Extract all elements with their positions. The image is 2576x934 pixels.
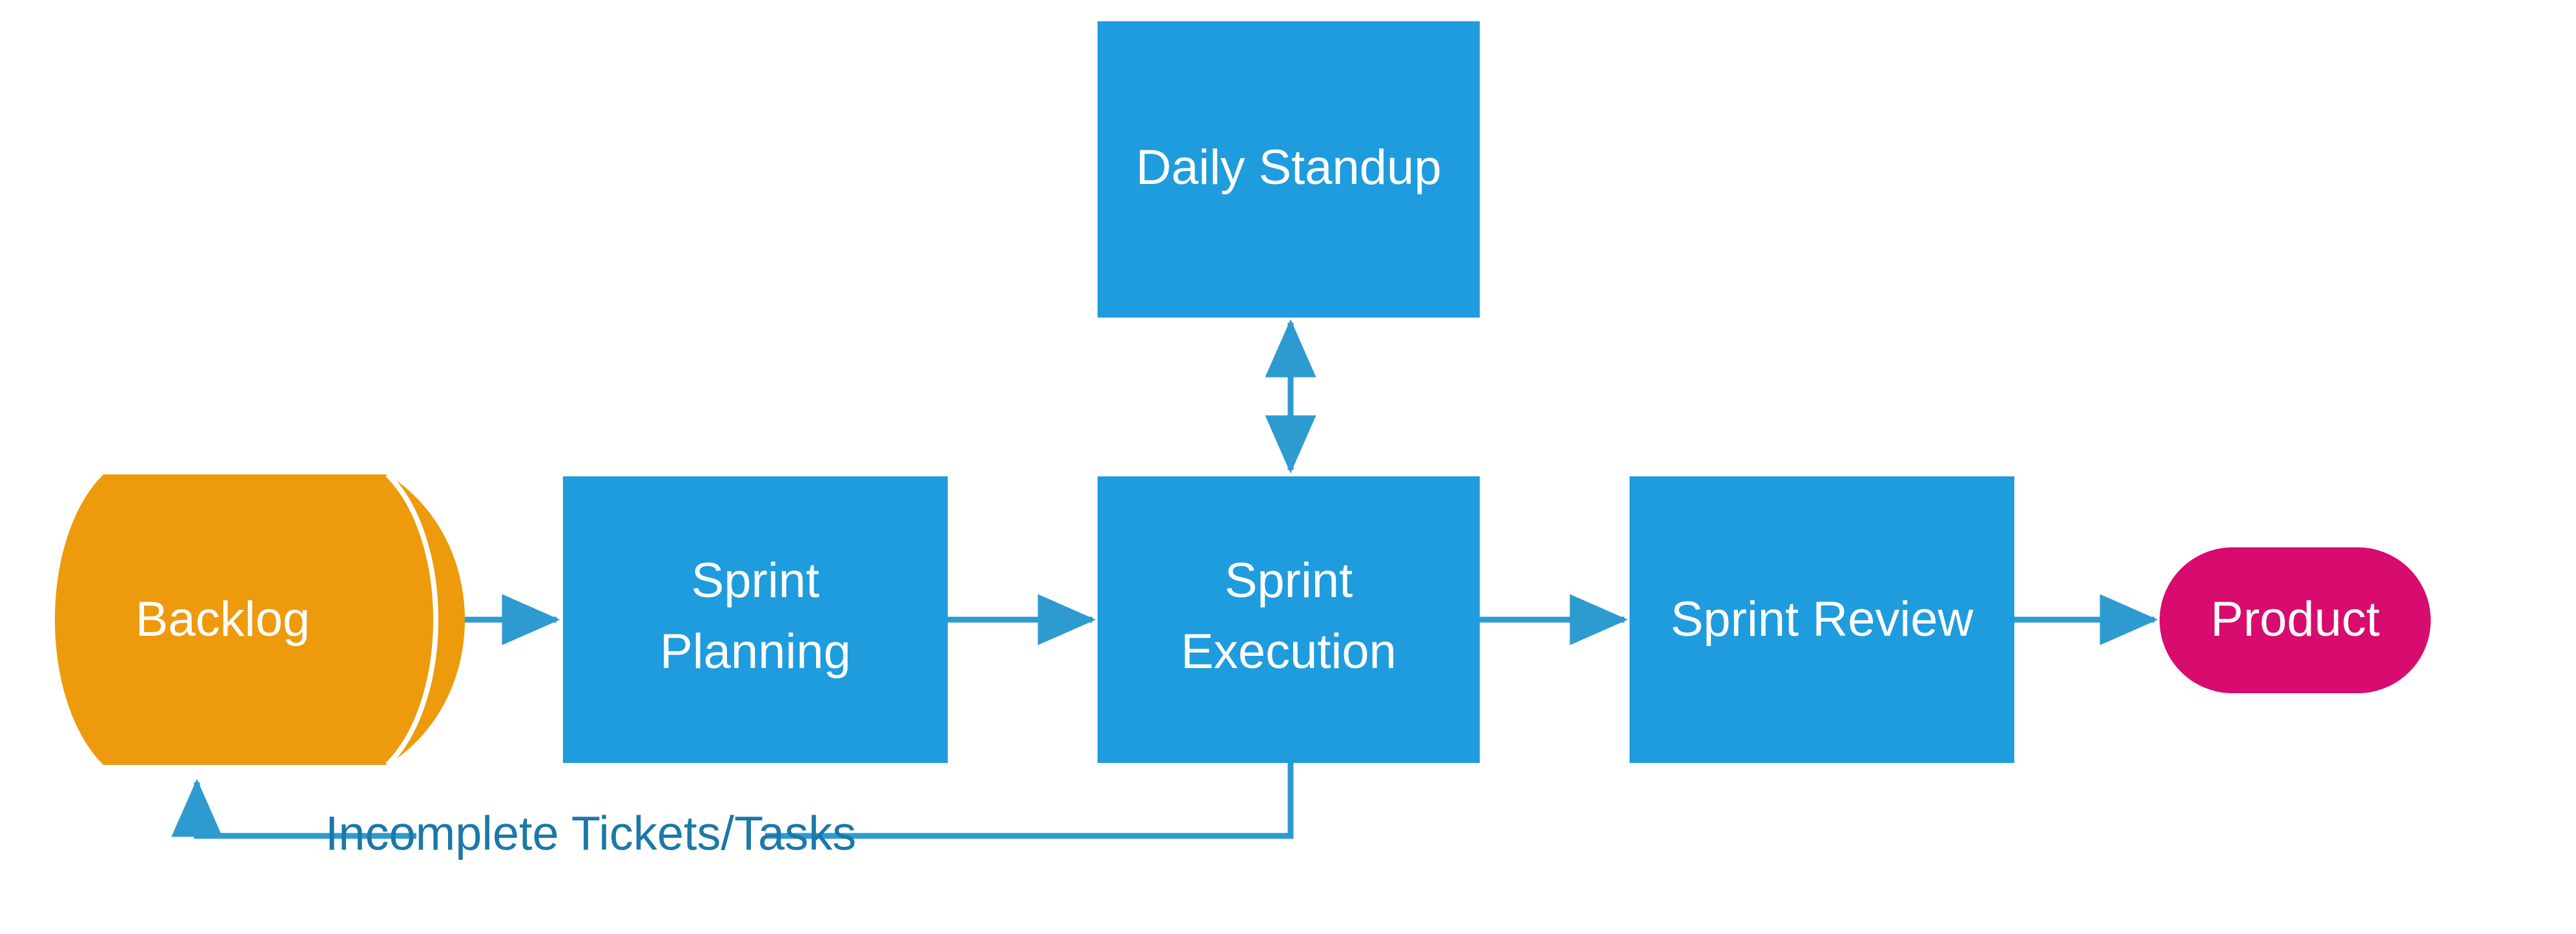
backlog-label: Backlog — [136, 592, 310, 647]
sprint-execution-label-line-2: Execution — [1181, 624, 1396, 679]
node-sprint-review[interactable]: Sprint Review — [1630, 476, 2014, 763]
product-pill — [2160, 547, 2431, 693]
edge-label-incomplete-tickets: Incomplete Tickets/Tasks — [325, 802, 857, 869]
node-backlog[interactable]: Backlog — [55, 472, 465, 767]
backlog-cylinder-body — [55, 474, 465, 765]
incomplete-tickets-label: Incomplete Tickets/Tasks — [325, 807, 857, 860]
daily-standup-box — [1098, 21, 1480, 318]
sprint-review-label: Sprint Review — [1671, 592, 1974, 647]
sprint-execution-box — [1098, 476, 1480, 763]
sprint-execution-label-line-1: Sprint — [1225, 553, 1353, 608]
sprint-planning-label-line-1: Sprint — [691, 553, 820, 608]
backlog-cylinder-end-arc — [385, 472, 438, 767]
node-daily-standup[interactable]: Daily Standup — [1098, 21, 1480, 318]
product-label: Product — [2211, 592, 2380, 647]
node-sprint-execution[interactable]: Sprint Execution — [1098, 476, 1480, 763]
sprint-planning-box — [563, 476, 948, 763]
edge-label-backdrop — [416, 802, 765, 869]
sprint-review-box — [1630, 476, 2014, 763]
node-sprint-planning[interactable]: Sprint Planning — [563, 476, 948, 763]
node-product[interactable]: Product — [2160, 547, 2431, 693]
sprint-planning-label-line-2: Planning — [660, 624, 851, 679]
daily-standup-label: Daily Standup — [1136, 140, 1441, 195]
